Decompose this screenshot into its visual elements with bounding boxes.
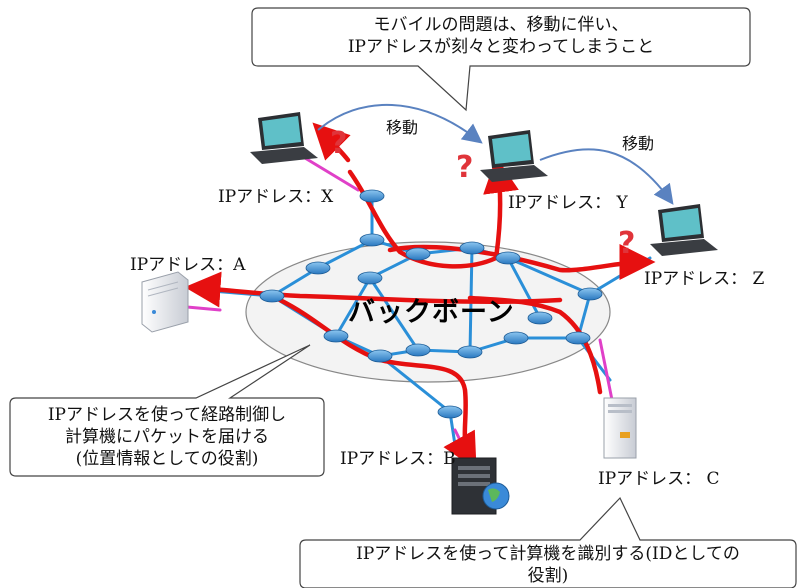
host-label-a: IPアドレス：A [130, 255, 246, 275]
question-mark-x: ? [330, 126, 348, 161]
server-b-icon [451, 457, 510, 515]
server-a-icon [141, 271, 189, 333]
router-node [437, 405, 463, 419]
routers [259, 189, 603, 419]
router-node [305, 261, 331, 275]
callout-top-text: モバイルの問題は、移動に伴い、 IPアドレスが刻々と変わってしまうこと [252, 14, 750, 58]
router-node [527, 311, 553, 325]
router-node [577, 287, 603, 301]
callout-bottom-line1: IPアドレスを使って計算機を識別する(IDとしての [356, 544, 740, 564]
router-node [405, 343, 431, 357]
laptop-y-icon [480, 130, 548, 182]
router-node [359, 189, 385, 203]
router-node [503, 331, 529, 345]
callout-left-box [9, 344, 325, 477]
router-node [459, 241, 485, 255]
router-node [565, 331, 591, 345]
laptop-x-icon [250, 112, 318, 164]
question-mark-z: ? [618, 226, 636, 261]
callout-top-box [251, 7, 751, 112]
host-label-y: IPアドレス： Y [508, 193, 628, 213]
backbone-label: バックボーン [348, 297, 515, 328]
laptop-z-icon [650, 204, 718, 256]
callout-left-line1: IPアドレスを使って経路制御し [47, 405, 287, 425]
router-node [259, 289, 285, 303]
host-label-x: IPアドレス：X [218, 187, 334, 207]
host-label-z: IPアドレス： Z [644, 269, 765, 289]
callout-left-line3: (位置情報としての役割) [75, 449, 259, 469]
router-node [405, 247, 431, 261]
callout-top-line2: IPアドレスが刻々と変わってしまうこと [347, 37, 655, 57]
callout-left-line2: 計算機にパケットを届ける [65, 427, 269, 447]
callout-bottom-line2: 役割) [527, 566, 569, 586]
callout-top-line1: モバイルの問題は、移動に伴い、 [373, 15, 629, 35]
router-node [357, 271, 383, 285]
router-node [367, 349, 393, 363]
route-paths [184, 122, 656, 470]
callout-bottom-text: IPアドレスを使って計算機を識別する(IDとしての 役割) [300, 543, 796, 587]
move-arrows [317, 104, 674, 205]
move-label-2: 移動 [622, 134, 655, 153]
router-node [323, 329, 349, 343]
move-label-1: 移動 [386, 118, 419, 137]
callout-left-text: IPアドレスを使って経路制御し 計算機にパケットを届ける (位置情報としての役割… [10, 404, 324, 470]
router-node [495, 251, 521, 265]
question-mark-y: ? [456, 150, 474, 185]
router-node [457, 345, 483, 359]
host-label-b: IPアドレス：B [340, 449, 456, 469]
host-label-c: IPアドレス： C [598, 469, 720, 489]
server-c-icon [603, 397, 637, 459]
router-node [359, 233, 385, 247]
